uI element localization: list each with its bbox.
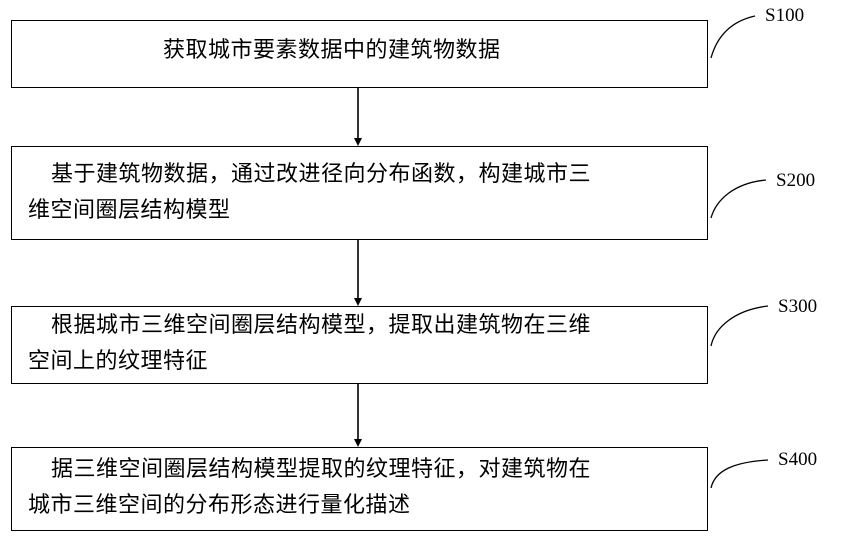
- leader-curve-s200: [711, 180, 766, 218]
- leader-curve-s300: [711, 306, 768, 346]
- leader-curve-s100: [711, 16, 755, 58]
- leader-curve-s400: [711, 460, 768, 488]
